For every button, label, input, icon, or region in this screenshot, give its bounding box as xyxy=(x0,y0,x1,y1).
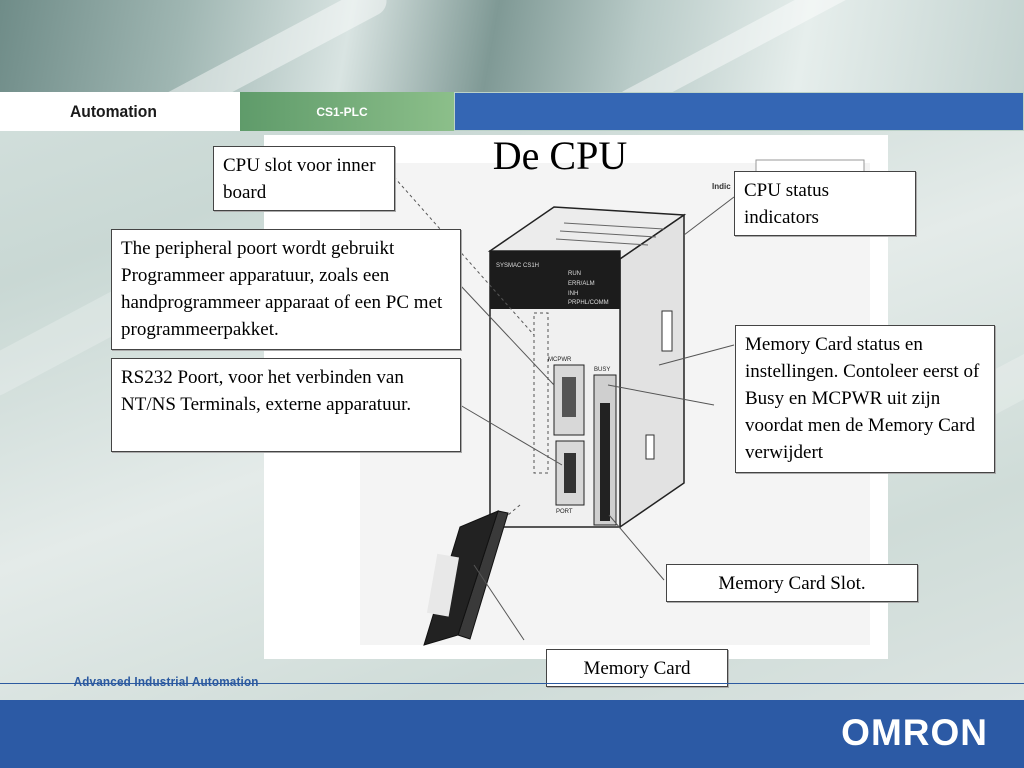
leader-lines xyxy=(393,176,735,641)
indicators-label: Indic xyxy=(712,182,731,191)
cpu-unit: RUN ERR/ALM INH PRPHL/COMM SYSMAC CS1H M… xyxy=(487,206,687,529)
busy-label: BUSY xyxy=(594,367,610,373)
header-accent xyxy=(454,92,1024,131)
callout-memory-card-status: Memory Card status en instellingen. Cont… xyxy=(735,325,995,473)
brand-label: SYSMAC CS1H xyxy=(496,263,539,269)
callout-cpu-status: CPU status indicators xyxy=(734,171,916,236)
mcpwr-label: MCPWR xyxy=(548,357,572,363)
led-label: RUN xyxy=(568,271,581,277)
footer-divider xyxy=(0,683,1024,684)
background-banner xyxy=(0,0,1024,92)
footer-bar xyxy=(0,700,1024,768)
footer-tagline: Advanced Industrial Automation xyxy=(73,674,259,689)
omron-logo: OMRON xyxy=(841,712,988,753)
callout-peripheral-port: The peripheral poort wordt gebruikt Prog… xyxy=(111,229,461,350)
header-bar: Automation CS1-PLC xyxy=(0,92,1024,131)
callout-cpu-slot: CPU slot voor inner board xyxy=(213,146,395,211)
led-label: PRPHL/COMM xyxy=(568,300,609,306)
memory-card-illustration xyxy=(423,510,509,646)
header-subsection-label: CS1-PLC xyxy=(316,104,368,119)
header-subsection: CS1-PLC xyxy=(240,92,454,131)
led-label: ERR/ALM xyxy=(568,281,595,287)
slide-title: De CPU xyxy=(492,133,628,178)
led-label: INH xyxy=(568,291,578,297)
port-label: PORT xyxy=(556,509,573,515)
callout-memory-card: Memory Card xyxy=(546,649,728,687)
callout-memory-card-slot: Memory Card Slot. xyxy=(666,564,918,602)
header-section-label: Automation xyxy=(70,101,157,121)
callout-rs232-port: RS232 Poort, voor het verbinden van NT/N… xyxy=(111,358,461,452)
header-section: Automation xyxy=(0,92,240,131)
